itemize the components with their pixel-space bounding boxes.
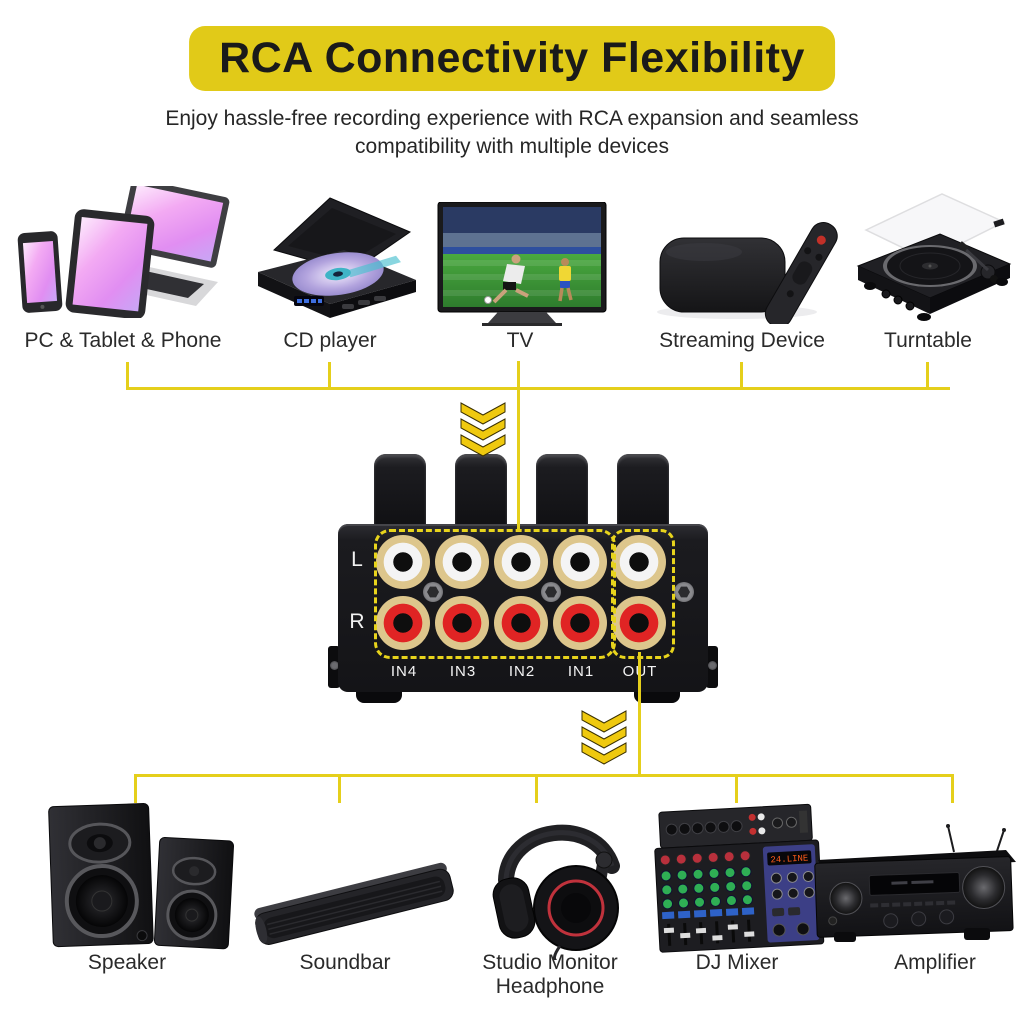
port-label-in2: IN2 [508, 663, 536, 680]
connector-stub-turntable [926, 362, 929, 390]
switcher-knob-3 [536, 454, 588, 528]
connector-stub-streaming [740, 362, 743, 390]
connector-stub-pc [126, 362, 129, 390]
label-dj-mixer: DJ Mixer [695, 951, 779, 974]
screw-icon [330, 661, 339, 670]
rca-jack-white [612, 535, 666, 589]
label-tv: TV [506, 329, 534, 352]
hex-screw-icon [423, 582, 443, 602]
subtitle-line-1: Enjoy hassle-free recording experience w… [165, 107, 859, 130]
headphone-icon [468, 792, 636, 960]
pc-tablet-phone-icon [12, 186, 232, 318]
page-title: RCA Connectivity Flexibility [219, 34, 805, 82]
switcher-mount-tab-right [706, 646, 718, 688]
port-label-in3: IN3 [449, 663, 477, 680]
label-amplifier: Amplifier [894, 951, 976, 974]
dj-mixer-icon: 24.LINE [652, 788, 830, 956]
label-turntable: Turntable [884, 329, 972, 352]
title-banner: RCA Connectivity Flexibility [189, 26, 835, 91]
rca-jack-white [435, 535, 489, 589]
connector-stub-mixer [735, 777, 738, 803]
port-label-in1: IN1 [567, 663, 595, 680]
label-headphone: Studio Monitor Headphone [482, 951, 618, 999]
rca-jack-red [494, 596, 548, 650]
inputs-highlight-box [374, 529, 616, 659]
connector-top-horizontal [126, 387, 950, 390]
switcher-knob-1 [374, 454, 426, 528]
label-pc-tablet-phone: PC & Tablet & Phone [24, 329, 222, 352]
rca-jack-white [553, 535, 607, 589]
rca-jack-red [612, 596, 666, 650]
rca-jack-white [494, 535, 548, 589]
speaker-icon [25, 793, 240, 953]
soundbar-icon [248, 845, 458, 947]
amplifier-icon [806, 824, 1021, 950]
connector-bottom-horizontal [134, 774, 954, 777]
connector-stub-soundbar [338, 777, 341, 803]
hex-screw-icon [541, 582, 561, 602]
connector-tv-to-input [517, 361, 520, 531]
label-soundbar: Soundbar [299, 951, 391, 974]
switcher-knob-2 [455, 454, 507, 528]
connector-stub-headphone [535, 777, 538, 803]
output-highlight-box [611, 529, 675, 659]
hex-screw-icon [674, 582, 694, 602]
switcher-mount-tab-left [328, 646, 340, 688]
turntable-icon [850, 186, 1018, 328]
cd-player-icon [246, 188, 426, 326]
connector-stub-speaker [134, 777, 137, 803]
down-arrows-icon [460, 402, 506, 457]
mixer-display: 24.LINE [770, 853, 808, 865]
switcher-foot-right [634, 690, 680, 703]
rca-jack-red [553, 596, 607, 650]
rca-jack-red [435, 596, 489, 650]
port-label-in4: IN4 [390, 663, 418, 680]
channel-right-label: R [349, 610, 365, 633]
switcher-knob-4 [617, 454, 669, 528]
label-cd-player: CD player [283, 329, 377, 352]
tv-icon [436, 202, 608, 330]
streaming-device-icon [642, 212, 847, 324]
connector-stub-cd [328, 362, 331, 390]
switcher-foot-left [356, 690, 402, 703]
subtitle-line-2: compatibility with multiple devices [355, 135, 669, 158]
screw-icon [708, 661, 717, 670]
connector-out-to-bottom [638, 652, 641, 777]
connector-stub-amplifier [951, 777, 954, 803]
rca-jack-red [376, 596, 430, 650]
label-speaker: Speaker [87, 951, 167, 974]
channel-left-label: L [351, 548, 363, 571]
label-streaming-device: Streaming Device [659, 329, 825, 352]
down-arrows-icon [581, 710, 627, 765]
